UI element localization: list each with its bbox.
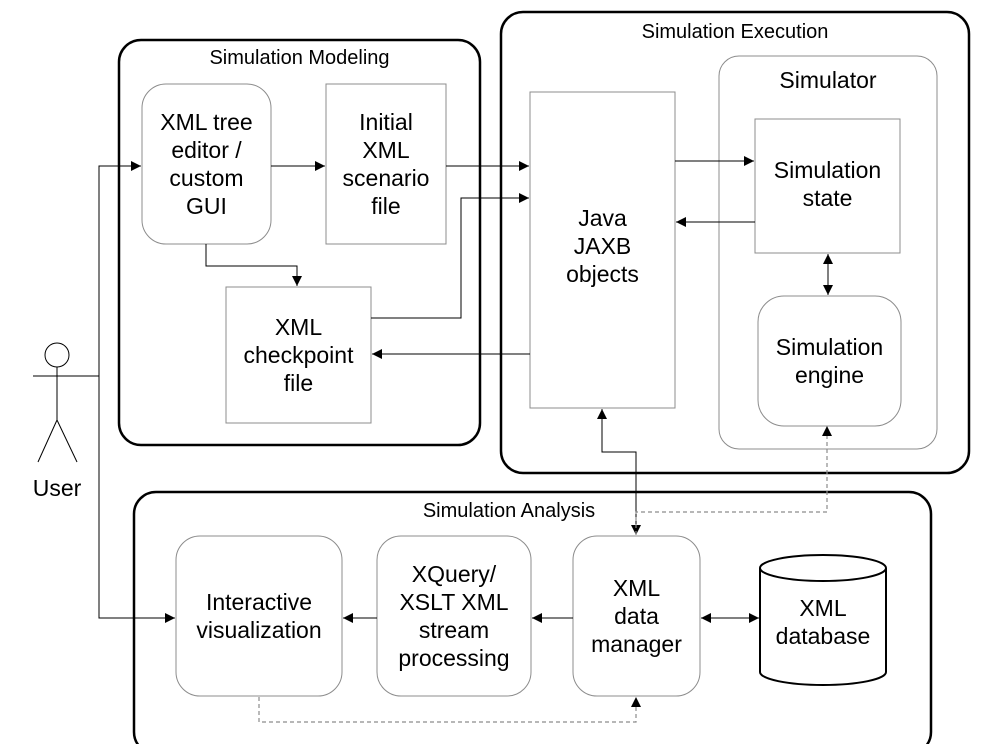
xml-database-label: XML database [775,595,871,650]
simulator-group [718,55,938,450]
initial-xml-scenario-node [325,83,447,245]
simulation-analysis-title: Simulation Analysis [422,500,596,522]
xquery-xslt-label: XQuery/ XSLT XML stream processing [398,560,510,672]
simulation-state-label: Simulation state [773,157,882,212]
simulation-engine-node [757,295,902,427]
initial-xml-scenario-label: Initial XML scenario file [342,108,430,220]
java-jaxb-label: Java JAXB objects [566,205,639,288]
xml-data-manager-node [572,535,701,697]
edge-user-to-interactive-visualization [98,376,175,623]
edge-user-to-xml-tree-editor [80,161,141,377]
xml-database-node [759,554,887,686]
simulator-title: Simulator [779,67,877,93]
edge-checkpoint-to-jaxb [371,193,529,319]
user-actor-icon [33,342,80,463]
xml-data-manager-label: XML data manager [591,574,682,658]
user-label: User [32,475,82,501]
simulation-analysis-group [132,490,933,744]
dashed-arrowhead-data-manager [631,697,641,707]
xml-checkpoint-node [225,286,372,424]
interactive-visualization-label: Interactive visualization [196,588,322,643]
edge-editor-to-checkpoint [205,244,302,286]
simulation-state-node [754,118,901,254]
xml-tree-editor-label: XML tree editor / custom GUI [160,108,253,220]
edge-visualization-to-data-manager-dashed [258,697,637,723]
xml-checkpoint-label: XML checkpoint file [243,313,354,397]
dashed-arrowhead-engine [822,426,832,436]
simulation-execution-title: Simulation Execution [641,21,829,43]
java-jaxb-node [529,91,676,409]
edge-jaxb-data-manager-bidirectional [597,409,641,535]
xquery-xslt-node [376,535,532,697]
simulation-modeling-group [117,38,482,447]
simulation-engine-label: Simulation engine [775,333,884,388]
simulation-execution-group [499,10,971,475]
interactive-visualization-node [175,535,343,697]
edge-data-manager-to-engine-dashed [635,428,828,535]
simulation-modeling-title: Simulation Modeling [209,47,390,69]
